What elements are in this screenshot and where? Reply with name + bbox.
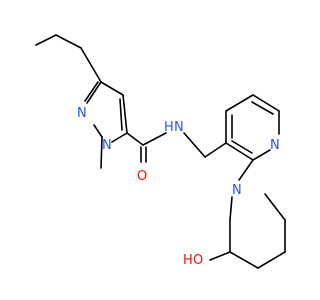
pyridine-n-label: N [270,138,280,153]
bond [251,101,274,115]
bond [142,132,167,146]
bond [252,149,271,161]
molecule-structure: N N H N O N N H O [35,34,286,269]
bond [204,142,227,158]
amide-n-label: N [174,120,184,135]
bond [86,81,102,104]
bond [122,94,128,134]
bond [231,140,253,154]
amide-h-label: H [164,120,174,135]
carbonyl-o-label: O [137,169,147,184]
molecule-canvas: N N H N O N N H O [35,34,286,269]
bond [229,251,259,269]
bond [238,159,254,181]
bond [35,34,57,46]
hydroxyl-o-label: O [193,253,203,268]
bond [225,142,254,161]
bond [252,94,280,112]
bond [100,81,124,96]
bond [93,124,103,138]
atom-labels: N N H N O N N H O [77,106,280,268]
hydroxyl-h-label: H [183,253,193,268]
bond [119,98,123,131]
pyrazole-n-label: N [77,106,87,121]
bond [209,251,231,261]
bond [84,81,99,102]
bond [229,196,233,221]
pyrazole-n-methyl-label: N [102,138,112,153]
bond [100,136,103,169]
bonds [35,34,286,269]
piperidine-n-label: N [232,183,242,198]
bond [111,132,128,143]
bond [257,251,286,269]
bond [126,132,144,146]
bond [55,34,82,49]
bond [264,193,286,221]
bond [183,132,206,158]
bond [225,94,254,112]
bond [80,47,102,83]
